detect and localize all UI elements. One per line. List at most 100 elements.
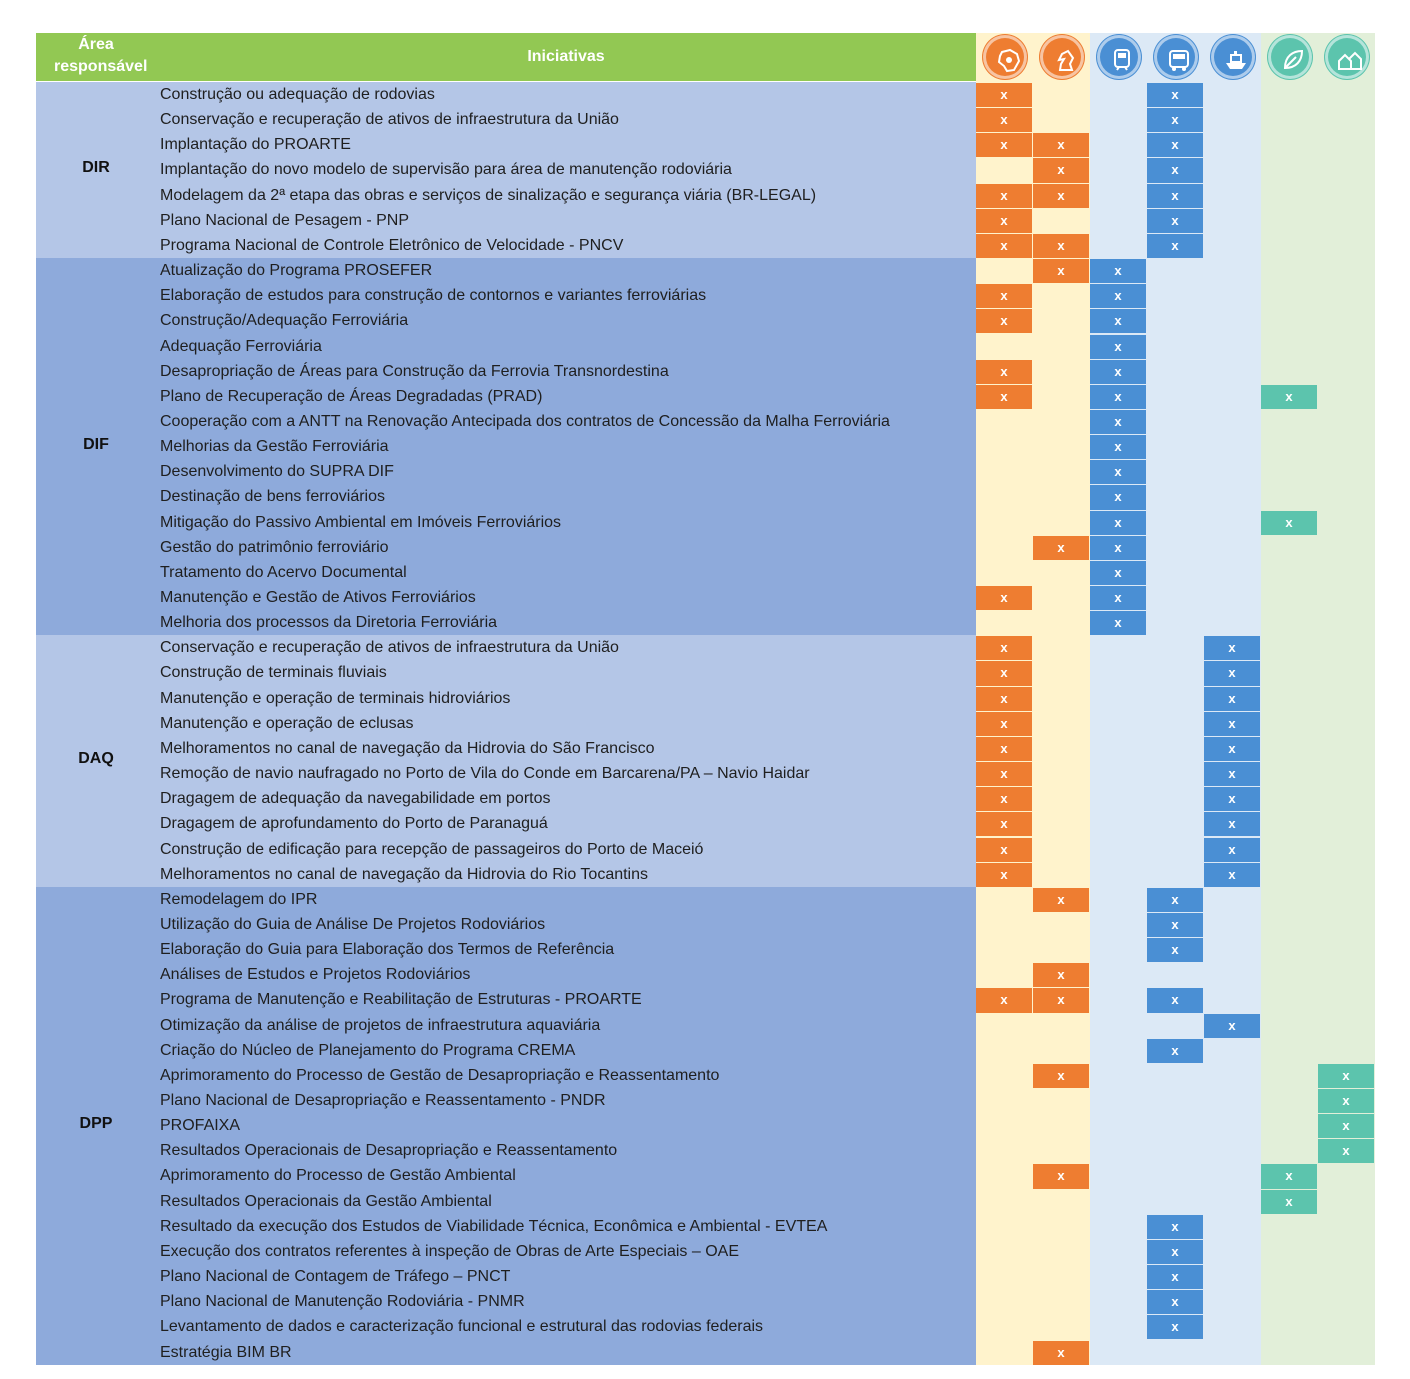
- mark-cell: x: [976, 284, 1032, 309]
- mark-cell: x: [1033, 133, 1089, 158]
- mark-cell: x: [1090, 510, 1146, 535]
- initiative-label: Construção ou adequação de rodovias: [160, 86, 435, 103]
- mark-cell: x: [1318, 1139, 1374, 1164]
- mark-cell: x: [1090, 259, 1146, 284]
- mark-cell: x: [1090, 560, 1146, 585]
- initiative-label: Levantamento de dados e caracterização f…: [160, 1318, 764, 1336]
- mark-cell: x: [976, 736, 1032, 762]
- mark-cell: x: [1318, 1114, 1374, 1139]
- initiative-label: Plano Nacional de Contagem de Tráfego – …: [160, 1268, 511, 1286]
- mark-cell: x: [1147, 183, 1203, 208]
- train-icon: [1097, 35, 1141, 79]
- mark-cell: x: [1147, 887, 1203, 912]
- initiative-label: Melhorias da Gestão Ferroviária: [160, 438, 389, 456]
- leaf-icon: [1268, 35, 1312, 79]
- mark-cell: x: [1147, 233, 1203, 259]
- initiative-label: Manutenção e operação de eclusas: [160, 714, 414, 732]
- mark-cell: x: [976, 108, 1032, 133]
- mark-cell: x: [1204, 636, 1260, 661]
- mark-cell: x: [1090, 485, 1146, 510]
- area-label-daq: DAQ: [78, 750, 114, 768]
- initiative-label: Plano Nacional de Manutenção Rodoviária …: [160, 1293, 525, 1311]
- mark-cell: x: [1033, 535, 1089, 560]
- mark-cell: x: [976, 837, 1032, 862]
- initiative-label: Resultados Operacionais de Desapropriaçã…: [160, 1142, 618, 1160]
- bus-icon: [1154, 35, 1198, 79]
- initiative-label: Plano Nacional de Desapropriação e Reass…: [160, 1092, 606, 1109]
- initiative-label: Destinação de bens ferroviários: [160, 488, 386, 506]
- mark-cell: x: [1147, 1265, 1203, 1290]
- mark-cell: x: [1033, 158, 1089, 183]
- mark-cell: x: [1261, 1164, 1317, 1189]
- group-band-dir: [36, 82, 976, 259]
- initiative-label: Plano Nacional de Pesagem - PNP: [160, 211, 410, 229]
- mark-cell: x: [1147, 208, 1203, 233]
- column-bg-leaf: [1261, 33, 1318, 1365]
- mark-cell: x: [1090, 409, 1146, 435]
- mark-cell: x: [1147, 988, 1203, 1013]
- mark-cell: x: [976, 359, 1032, 384]
- initiative-label: Desapropriação de Áreas para Construção …: [160, 362, 669, 380]
- mark-cell: x: [1204, 862, 1260, 887]
- mark-cell: x: [1147, 1038, 1203, 1063]
- header-initiatives-label: Iniciativas: [527, 48, 605, 65]
- initiative-label: Gestão do patrimônio ferroviário: [160, 538, 389, 556]
- mark-cell: x: [976, 309, 1032, 334]
- initiative-label: Implantação do novo modelo de supervisão…: [160, 161, 732, 179]
- initiative-label: Remoção de navio naufragado no Porto de …: [160, 765, 810, 783]
- initiative-label: Otimização da análise de projetos de inf…: [160, 1016, 601, 1034]
- initiative-label: Aprimoramento do Processo de Gestão de D…: [160, 1066, 720, 1084]
- mark-cell: x: [1033, 183, 1089, 208]
- mark-cell: x: [1204, 661, 1260, 686]
- mark-cell: x: [1033, 1063, 1089, 1088]
- initiative-label: Melhoramentos no canal de navegação da H…: [160, 739, 655, 757]
- initiative-label: Implantação do PROARTE: [160, 136, 351, 154]
- initiative-label: Manutenção e operação de terminais hidro…: [160, 689, 511, 707]
- mark-cell: x: [1147, 1315, 1203, 1340]
- mark-cell: x: [1033, 988, 1089, 1013]
- initiative-label: Elaboração de estudos para construção de…: [160, 287, 707, 305]
- brazil-map-icon: [983, 35, 1027, 79]
- area-label-dpp: DPP: [79, 1114, 113, 1132]
- initiative-label: Dragagem de aprofundamento do Porto de P…: [160, 815, 548, 833]
- mark-cell: x: [976, 384, 1032, 409]
- initiative-label: Remodelagem do IPR: [160, 890, 318, 908]
- mark-cell: x: [1204, 837, 1260, 862]
- group-band-dpp: [36, 886, 976, 1365]
- mark-cell: x: [1147, 83, 1203, 108]
- mark-cell: x: [1090, 460, 1146, 485]
- area-label-dir: DIR: [82, 159, 110, 177]
- mark-cell: x: [1147, 938, 1203, 963]
- mark-cell: x: [1147, 1214, 1203, 1239]
- mark-cell: x: [1090, 334, 1146, 359]
- mark-cell: x: [1204, 686, 1260, 711]
- initiative-label: Manutenção e Gestão de Ativos Ferroviári…: [160, 589, 476, 606]
- houses-icon: [1325, 35, 1369, 79]
- initiative-label: PROFAIXA: [160, 1117, 241, 1135]
- mark-cell: x: [1090, 384, 1146, 409]
- mark-cell: x: [1261, 384, 1317, 409]
- mark-cell: x: [1204, 762, 1260, 787]
- mark-cell: x: [976, 586, 1032, 611]
- initiative-label: Estratégia BIM BR: [160, 1343, 292, 1361]
- mark-cell: x: [1318, 1089, 1374, 1114]
- mark-cell: x: [1147, 912, 1203, 938]
- initiative-label: Dragagem de adequação da navegabilidade …: [160, 790, 551, 808]
- mark-cell: x: [1090, 611, 1146, 636]
- initiative-label: Resultado da execução dos Estudos de Via…: [160, 1217, 828, 1235]
- mark-cell: x: [1147, 133, 1203, 158]
- initiative-label: Utilização do Guia de Análise De Projeto…: [160, 915, 546, 933]
- mark-cell: x: [976, 762, 1032, 787]
- initiative-label: Mitigação do Passivo Ambiental em Imóvei…: [160, 513, 562, 531]
- initiative-label: Construção de edificação para recepção d…: [160, 840, 704, 858]
- mark-cell: x: [1090, 284, 1146, 309]
- mark-cell: x: [1147, 1290, 1203, 1315]
- initiative-label: Adequação Ferroviária: [160, 337, 322, 355]
- ship-icon: [1211, 35, 1255, 79]
- mark-cell: x: [1033, 1164, 1089, 1189]
- mark-cell: x: [1204, 736, 1260, 762]
- mark-cell: x: [1204, 711, 1260, 736]
- mark-cell: x: [1090, 359, 1146, 384]
- initiative-label: Programa de Manutenção e Reabilitação de…: [160, 991, 642, 1009]
- mark-cell: x: [976, 988, 1032, 1013]
